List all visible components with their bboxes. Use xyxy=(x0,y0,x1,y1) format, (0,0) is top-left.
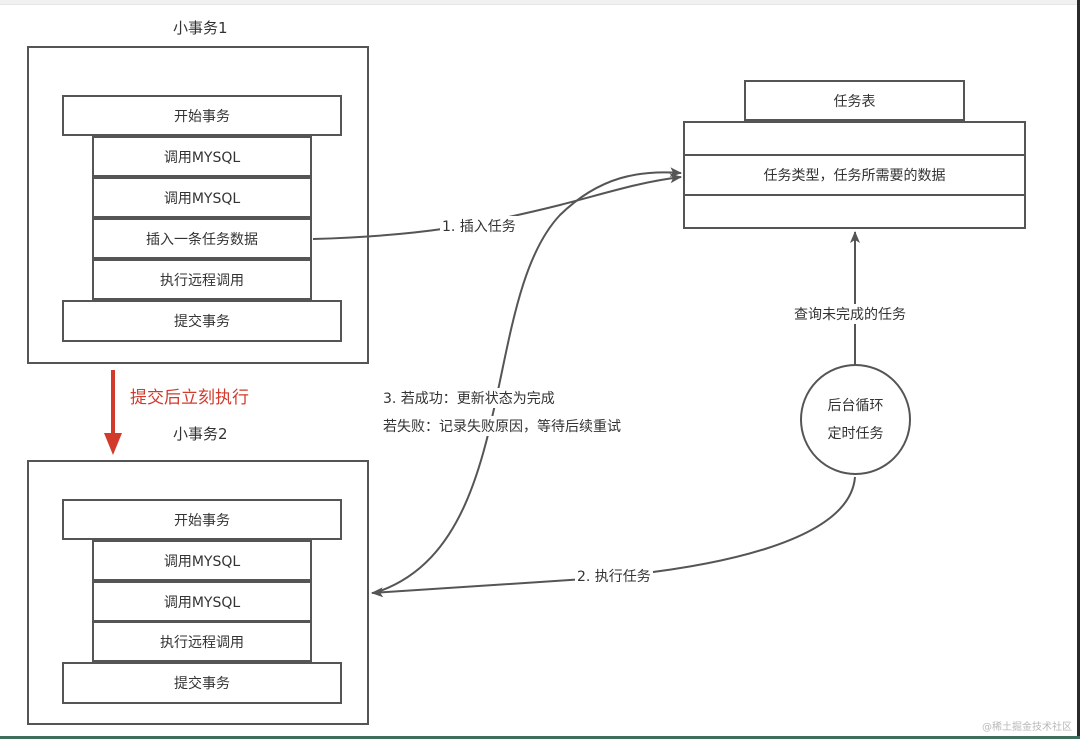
execute-task-label: 2. 执行任务 xyxy=(575,566,653,586)
scheduler-line-2: 定时任务 xyxy=(827,425,884,442)
top-border xyxy=(0,0,1080,5)
commit-then-execute-label: 提交后立刻执行 xyxy=(130,388,249,408)
t1-call-mysql-2: 调用MYSQL xyxy=(92,177,312,218)
result-success-label: 3. 若成功：更新状态为完成 xyxy=(381,388,557,408)
t1-insert-task-data: 插入一条任务数据 xyxy=(92,218,312,259)
task-table-title: 任务表 xyxy=(744,80,965,121)
task-table-row-2: 任务类型，任务所需要的数据 xyxy=(683,154,1026,196)
task-table-row-3 xyxy=(683,194,1026,229)
insert-task-arrow xyxy=(312,173,682,240)
t2-commit-transaction: 提交事务 xyxy=(62,662,342,704)
right-border xyxy=(1077,0,1080,739)
transaction1-container xyxy=(27,46,369,364)
result-update-arrow xyxy=(379,167,682,592)
transaction2-title: 小事务2 xyxy=(173,425,228,443)
t2-remote-call: 执行远程调用 xyxy=(92,621,312,662)
t1-begin-transaction: 开始事务 xyxy=(62,95,342,136)
bottom-border xyxy=(0,736,1080,739)
transaction2-container xyxy=(27,460,369,725)
watermark: @稀土掘金技术社区 xyxy=(982,722,1072,733)
result-failure-label: 若失败：记录失败原因，等待后续重试 xyxy=(381,416,623,436)
t2-call-mysql-2: 调用MYSQL xyxy=(92,581,312,622)
t1-remote-call: 执行远程调用 xyxy=(92,259,312,300)
insert-task-label: 1. 插入任务 xyxy=(440,216,518,236)
scheduler-line-1: 后台循环 xyxy=(827,397,884,414)
task-table-row-1 xyxy=(683,121,1026,156)
query-unfinished-label: 查询未完成的任务 xyxy=(792,304,908,324)
t2-begin-transaction: 开始事务 xyxy=(62,499,342,540)
t2-call-mysql-1: 调用MYSQL xyxy=(92,540,312,581)
transaction1-title: 小事务1 xyxy=(173,19,228,37)
t1-commit-transaction: 提交事务 xyxy=(62,300,342,342)
red-down-arrow xyxy=(104,370,122,455)
scheduler-circle: 后台循环 定时任务 xyxy=(800,364,911,475)
t1-call-mysql-1: 调用MYSQL xyxy=(92,136,312,177)
